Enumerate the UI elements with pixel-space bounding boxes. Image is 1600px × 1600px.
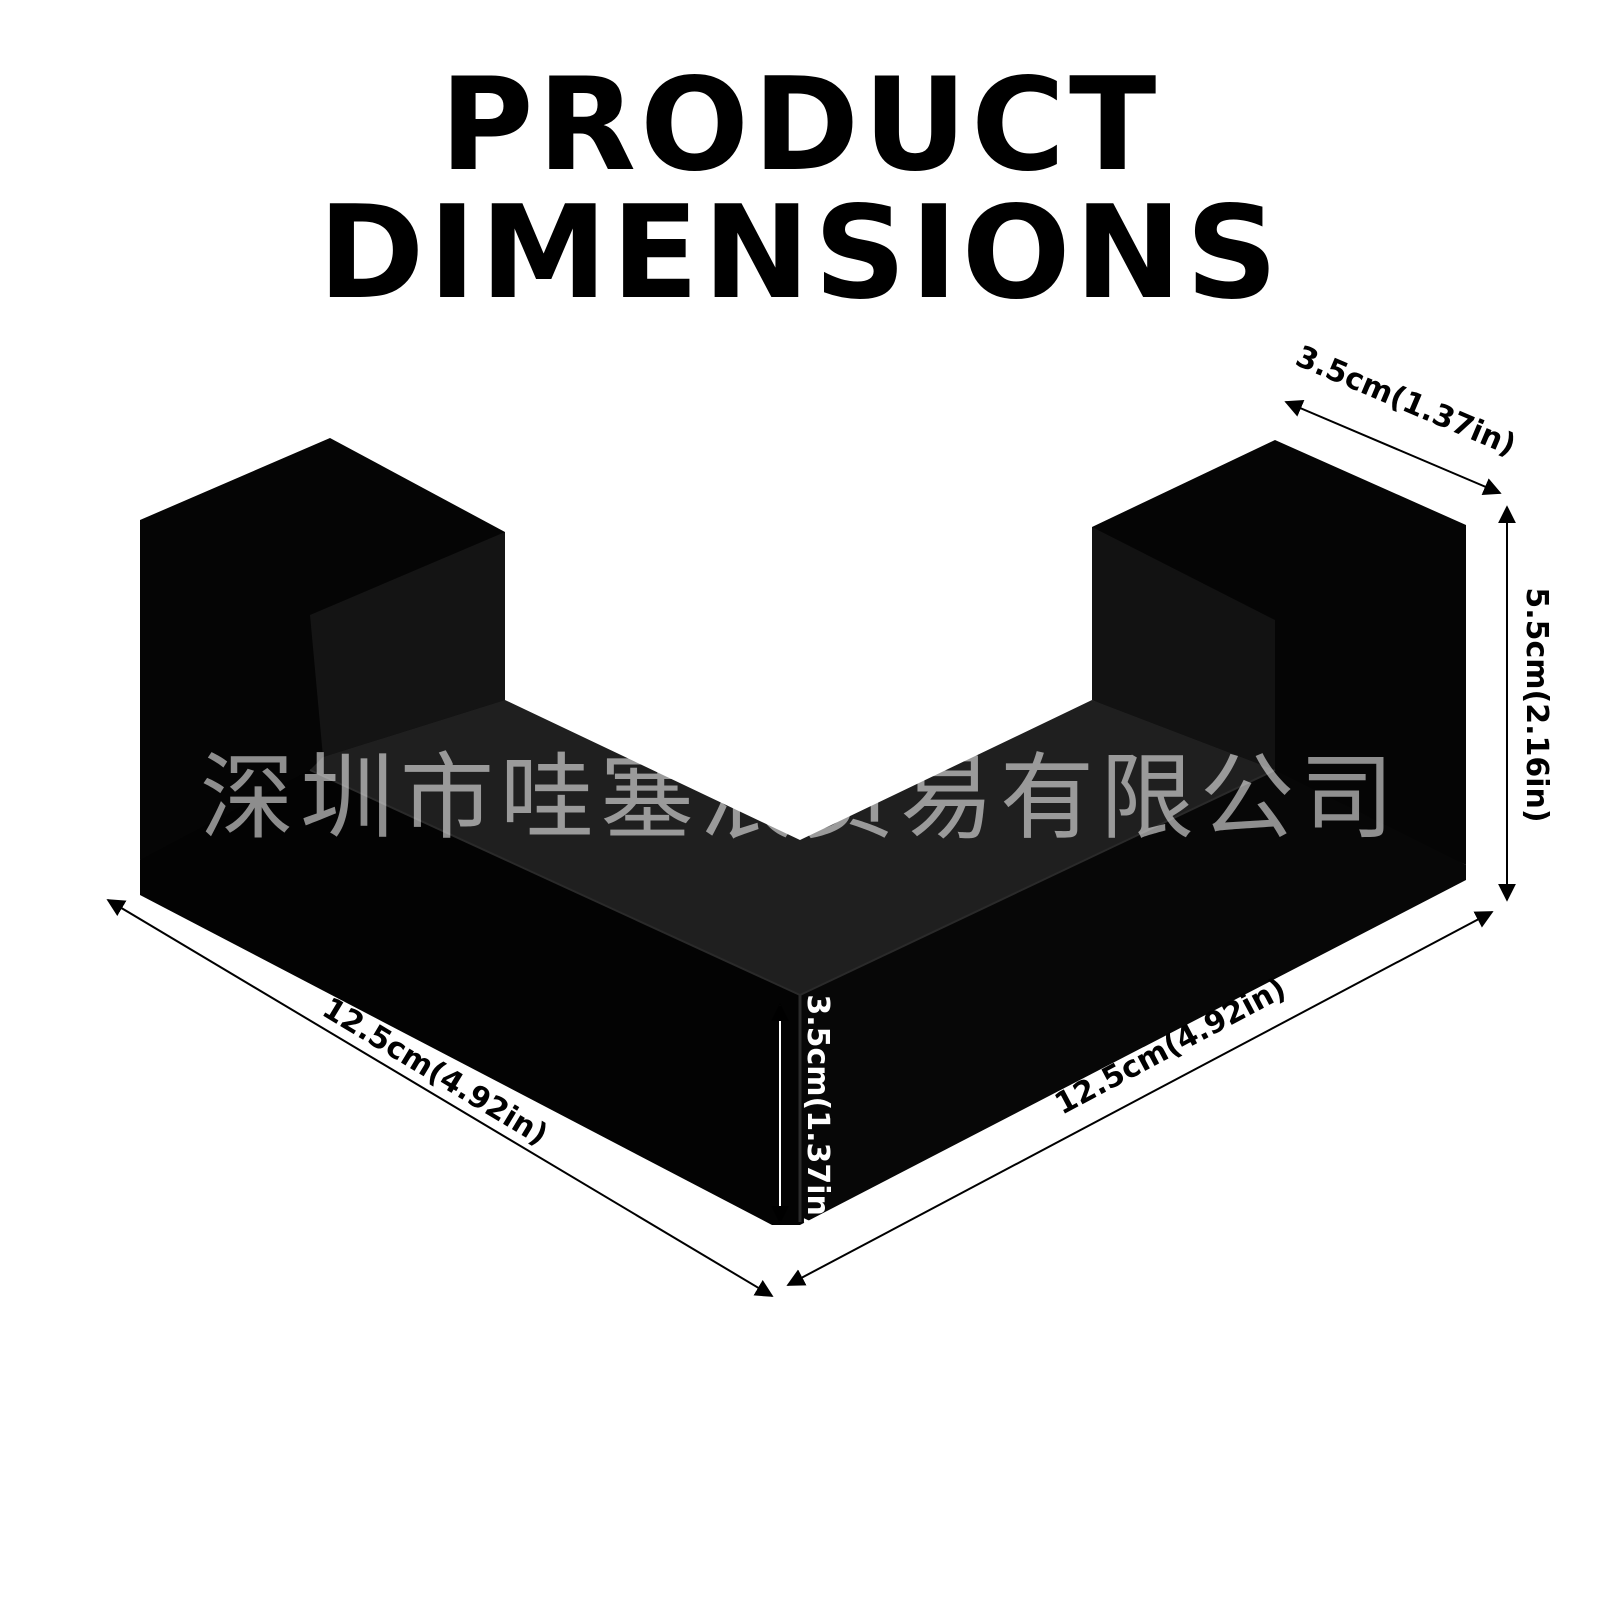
front-height-label: 3.5cm(1.37in) (800, 994, 835, 1229)
top-depth-label: 3.5cm(1.37in) (1291, 339, 1521, 463)
top-depth-arrow (1284, 400, 1502, 495)
page-title: PRODUCT DIMENSIONS (318, 51, 1282, 328)
right-length-arrow (786, 911, 1494, 1286)
right-height-label: 5.5cm(2.16in) (1519, 587, 1554, 822)
watermark-text: 深圳市哇塞浪贸易有限公司 (199, 744, 1400, 853)
left-inner-panel (310, 532, 505, 757)
left-length-arrow (106, 899, 774, 1297)
right-tall-block (1092, 440, 1466, 865)
l-shaped-floor (310, 700, 1275, 995)
right-inner-panel (1092, 527, 1275, 770)
